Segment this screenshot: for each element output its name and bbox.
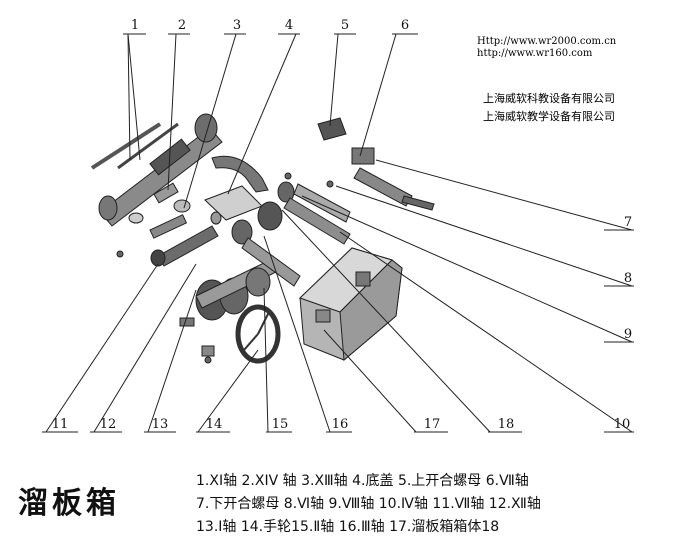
callout-6: 6	[401, 18, 409, 33]
pin-part	[153, 182, 179, 204]
shaft-part	[90, 122, 162, 170]
legend-line-1: 1.XI轴 2.XⅠV 轴 3.XⅢ轴 4.底盖 5.上开合螺母 6.Ⅶ轴	[196, 473, 529, 489]
callout-5: 5	[341, 18, 349, 33]
gear-part	[277, 181, 295, 203]
callout-18: 18	[498, 417, 515, 432]
diagram-title: 溜板箱	[18, 486, 120, 521]
legend-line-3: 13.Ⅰ轴 14.手轮15.Ⅱ轴 16.Ⅲ轴 17.溜板箱箱体18	[196, 519, 500, 535]
callout-8: 8	[624, 271, 632, 286]
callout-17: 17	[424, 417, 441, 432]
leader-lines	[42, 33, 634, 433]
pin-part	[149, 214, 188, 239]
callout-16: 16	[332, 417, 349, 432]
callout-3: 3	[233, 18, 241, 33]
callout-11: 11	[52, 417, 69, 432]
handwheel-part	[235, 304, 281, 364]
callout-13: 13	[152, 417, 169, 432]
callout-15: 15	[272, 417, 289, 432]
company-name-1: 上海威软科教设备有限公司	[483, 92, 615, 105]
washer-part	[173, 199, 191, 213]
worm-end-part	[194, 113, 218, 143]
shaft-end-part	[150, 249, 166, 267]
parts	[90, 113, 435, 364]
callout-7: 7	[624, 215, 632, 230]
lever-part	[211, 155, 269, 193]
callout-12: 12	[100, 417, 117, 432]
callout-10: 10	[614, 417, 631, 432]
lower-half-nut-part	[351, 147, 375, 165]
washer-part	[128, 212, 144, 224]
collar-part	[98, 195, 118, 221]
legend-line-2: 7.下开合螺母 8.Ⅵ轴 9.Ⅷ轴 10.Ⅳ轴 11.Ⅶ轴 12.Ⅻ轴	[196, 496, 541, 512]
small-part	[179, 317, 195, 327]
callout-9: 9	[624, 327, 632, 342]
shaft-part	[353, 167, 413, 207]
callout-numbers: 1 2 3 4 5 6 7 8 9 10 11 12 13 14 15 16 1…	[52, 18, 632, 432]
company-name-2: 上海威软教学设备有限公司	[483, 110, 615, 123]
shaft-part	[293, 183, 351, 223]
callout-4: 4	[285, 18, 293, 33]
nut-part	[210, 211, 222, 225]
shaft-part	[117, 122, 179, 170]
gear-part	[257, 201, 283, 231]
website-url-2: http://www.wr160.com	[477, 48, 593, 59]
shaft-part	[283, 197, 351, 245]
callout-2: 2	[178, 18, 186, 33]
callout-14: 14	[206, 417, 223, 432]
gear-part	[231, 219, 253, 245]
website-url-1: Http://www.wr2000.com.cn	[477, 36, 617, 47]
upper-half-nut-part	[317, 117, 347, 141]
gear-part	[245, 267, 271, 297]
small-part	[201, 345, 215, 357]
shaft-part	[241, 237, 301, 287]
callout-1: 1	[131, 18, 139, 33]
